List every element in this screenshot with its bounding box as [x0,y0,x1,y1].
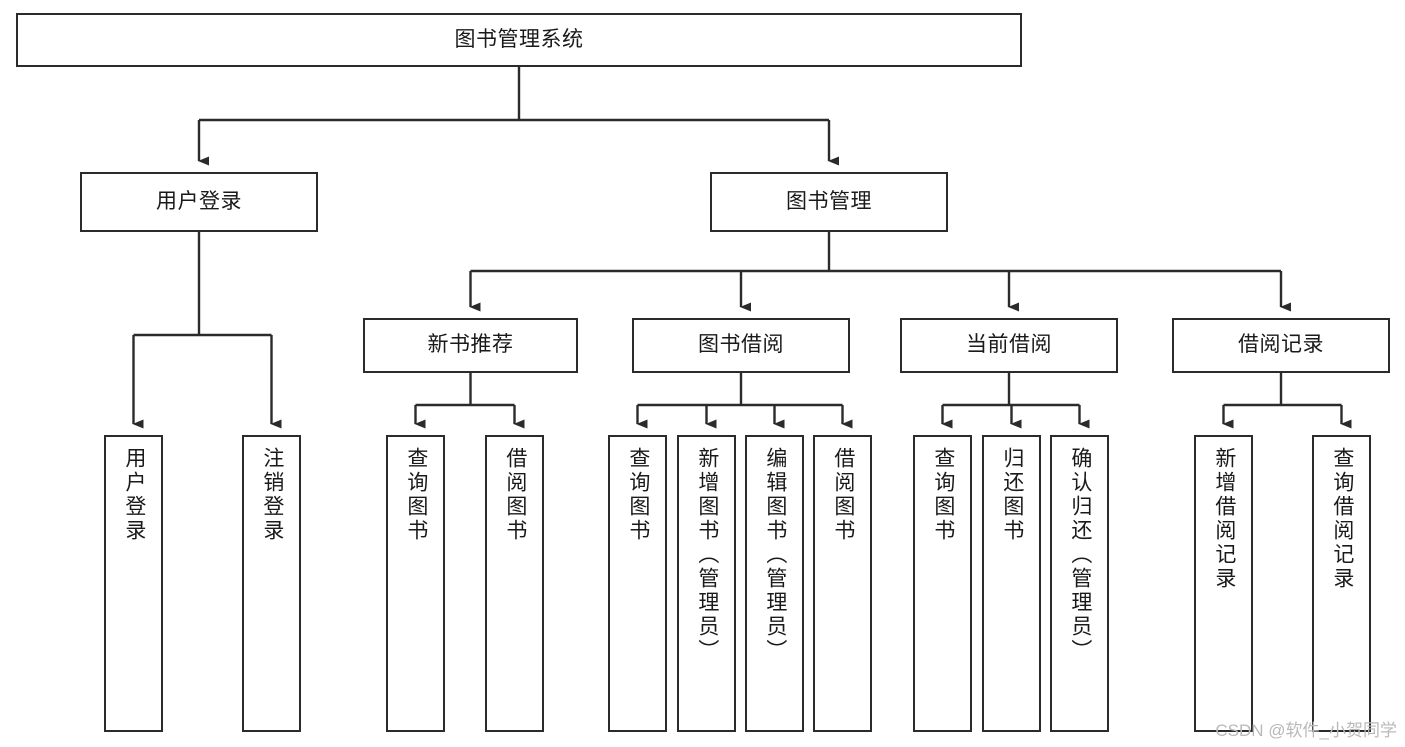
leaf-edit-book-admin[interactable]: 编辑图书（管理员） [745,435,804,732]
leaf-return-book[interactable]: 归还图书 [982,435,1041,732]
leaf-add-book-admin[interactable]: 新增图书（管理员） [677,435,736,732]
node-root-label: 图书管理系统 [454,27,584,51]
node-new-book-recommend[interactable]: 新书推荐 [363,318,578,373]
leaf-add-borrow-record[interactable]: 新增借阅记录 [1194,435,1253,732]
node-new-book-recommend-label: 新书推荐 [427,333,514,357]
leaf-add-book-admin-label: 新增图书（管理员） [695,447,719,663]
node-user-login[interactable]: 用户登录 [80,172,318,232]
leaf-logout[interactable]: 注销登录 [242,435,301,732]
leaf-confirm-return-admin-label: 确认归还（管理员） [1068,447,1092,663]
leaf-user-login[interactable]: 用户登录 [104,435,163,732]
node-borrow-record[interactable]: 借阅记录 [1172,318,1390,373]
node-book-management-label: 图书管理 [786,189,872,213]
node-root[interactable]: 图书管理系统 [16,13,1022,67]
node-user-login-label: 用户登录 [156,189,242,213]
leaf-query-book-borrow-label: 查询图书 [626,447,650,543]
leaf-query-book-recommend[interactable]: 查询图书 [386,435,445,732]
leaf-edit-book-admin-label: 编辑图书（管理员） [763,447,787,663]
leaf-user-login-label: 用户登录 [122,447,146,543]
leaf-add-borrow-record-label: 新增借阅记录 [1212,447,1236,591]
leaf-return-book-label: 归还图书 [1000,447,1024,543]
node-current-borrow-label: 当前借阅 [966,333,1052,357]
node-borrow-record-label: 借阅记录 [1238,333,1324,357]
leaf-query-book-current[interactable]: 查询图书 [913,435,972,732]
leaf-query-borrow-record[interactable]: 查询借阅记录 [1312,435,1371,732]
leaf-borrow-book-borrow-label: 借阅图书 [831,447,855,543]
leaf-borrow-book-recommend[interactable]: 借阅图书 [485,435,544,732]
node-book-borrow[interactable]: 图书借阅 [632,318,850,373]
leaf-query-borrow-record-label: 查询借阅记录 [1330,447,1354,591]
leaf-confirm-return-admin[interactable]: 确认归还（管理员） [1050,435,1109,732]
node-current-borrow[interactable]: 当前借阅 [900,318,1118,373]
node-book-management[interactable]: 图书管理 [710,172,948,232]
node-book-borrow-label: 图书借阅 [698,333,784,357]
leaf-query-book-recommend-label: 查询图书 [404,447,428,543]
leaf-query-book-current-label: 查询图书 [931,447,955,543]
leaf-borrow-book-borrow[interactable]: 借阅图书 [813,435,872,732]
leaf-query-book-borrow[interactable]: 查询图书 [608,435,667,732]
leaf-logout-label: 注销登录 [260,447,284,543]
leaf-borrow-book-recommend-label: 借阅图书 [503,447,527,543]
